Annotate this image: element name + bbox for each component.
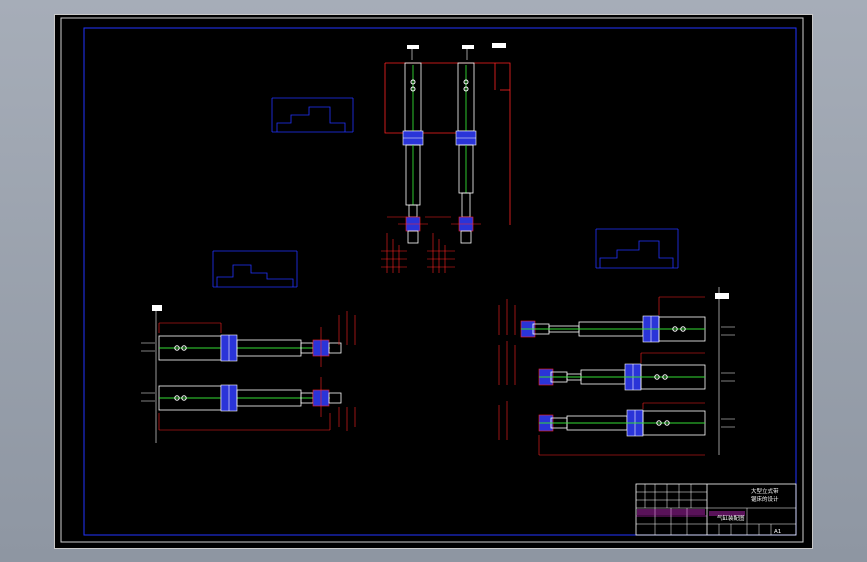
detail-table-3 xyxy=(595,228,679,269)
horizontal-cylinder-group-right xyxy=(498,287,735,456)
sheet-code: A1 xyxy=(774,529,781,535)
horizontal-cylinder-group-left xyxy=(141,305,356,443)
detail-table-2 xyxy=(212,250,298,288)
title-block: 大型立式带 锯床的设计 气缸装配图 A1 xyxy=(635,483,797,536)
drawing-sheet: 大型立式带 锯床的设计 气缸装配图 A1 xyxy=(54,14,813,549)
vertical-cylinder-group xyxy=(381,43,511,273)
outer-frame xyxy=(60,17,804,543)
title-line-2: 锯床的设计 xyxy=(751,495,779,503)
detail-table-1 xyxy=(271,97,354,133)
title-line-1: 大型立式带 xyxy=(751,487,779,495)
cad-drawing: 大型立式带 锯床的设计 气缸装配图 A1 xyxy=(60,17,804,543)
inner-frame xyxy=(83,27,797,536)
drawing-name: 气缸装配图 xyxy=(717,514,745,522)
